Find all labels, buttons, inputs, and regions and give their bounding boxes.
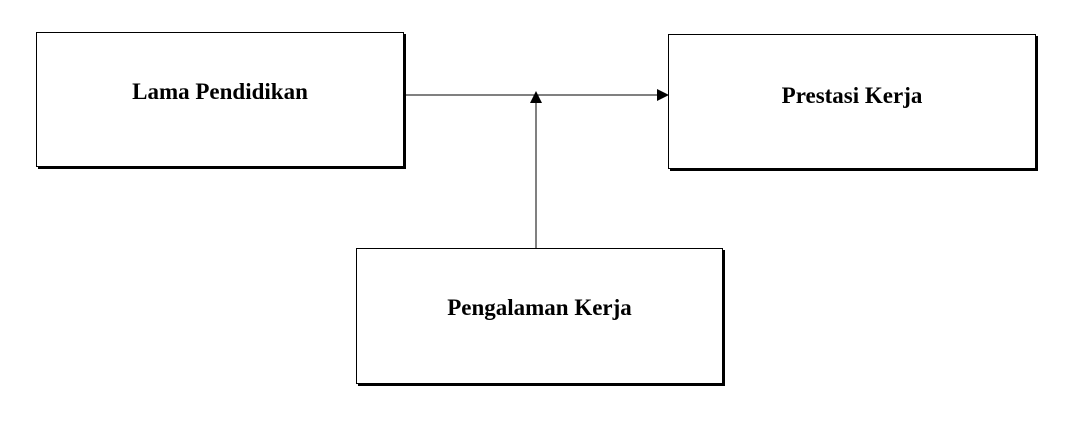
arrowhead-moderator bbox=[530, 91, 542, 103]
node-pengalaman-kerja: Pengalaman Kerja bbox=[356, 248, 723, 384]
arrowhead-prestasi bbox=[657, 89, 669, 101]
node-prestasi-kerja: Prestasi Kerja bbox=[668, 34, 1036, 169]
node-label-prestasi-kerja: Prestasi Kerja bbox=[781, 82, 923, 108]
node-label-pengalaman-kerja: Pengalaman Kerja bbox=[447, 295, 632, 320]
node-label-lama-pendidikan: Lama Pendidikan bbox=[132, 78, 308, 104]
node-lama-pendidikan: Lama Pendidikan bbox=[36, 32, 404, 167]
